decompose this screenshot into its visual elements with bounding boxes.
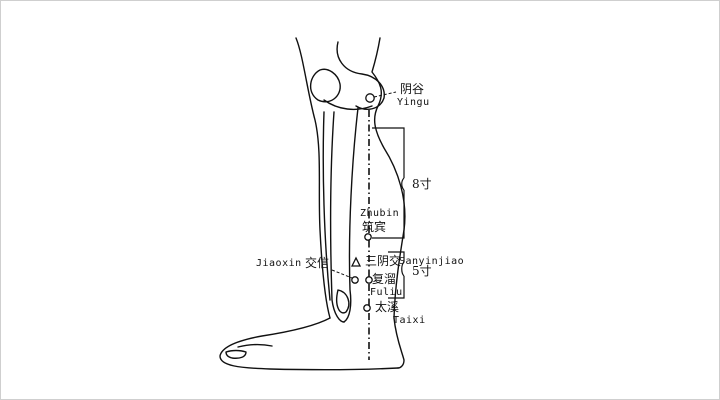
tibial-plateau-outline [323,99,373,111]
label-taixi-hanzi: 太溪 [375,300,400,314]
bracket-upper [372,127,405,239]
jiaoxin-leader-line [331,269,353,279]
leg-posterior-outline [295,37,331,319]
label-jiaoxin-pinyin: Jiaoxin [256,258,302,269]
point-marker-sanyinjiao [350,256,362,267]
tibia-back-edge [329,111,345,323]
toe-nail [225,349,247,359]
fibula-outline [322,111,331,301]
bracket-upper-notch [401,177,405,191]
sole-crease [237,343,273,348]
label-zhubin-hanzi: 筑宾 [362,220,387,234]
measure-label-upper: 8寸 [412,177,432,191]
tibia-front-edge [343,107,359,323]
foot-dorsum-outline [219,317,399,371]
medial-malleolus [336,289,350,314]
bracket-lower [388,251,405,299]
measure-label-lower: 5寸 [412,264,432,278]
label-fuliu-pinyin: Fuliu [370,287,403,298]
label-yingu-pinyin: Yingu [397,97,430,108]
label-zhubin-pinyin: Zhubin [360,208,400,219]
point-marker-fuliu [365,276,373,284]
yingu-leader-line [373,91,397,98]
bracket-lower-notch [401,261,405,277]
point-marker-taixi [363,304,371,312]
label-sanyinjiao-hanzi: 三阴交 [365,254,402,268]
label-yingu-hanzi: 阴谷 [400,82,425,96]
femur-condyle-outline [336,41,385,110]
point-marker-yingu [365,93,375,103]
point-marker-zhubin [364,233,372,241]
label-sanyinjiao-pinyin: Sanyinjiao [399,256,465,267]
label-jiaoxin-hanzi: 交信 [305,256,330,270]
point-marker-jiaoxin [351,276,359,284]
patella-outline [310,68,341,103]
heel-outline [393,317,405,369]
label-fuliu-hanzi: 复溜 [372,272,397,286]
leg-anterior-outline [371,37,406,319]
label-taixi-pinyin: Taixi [393,315,426,326]
